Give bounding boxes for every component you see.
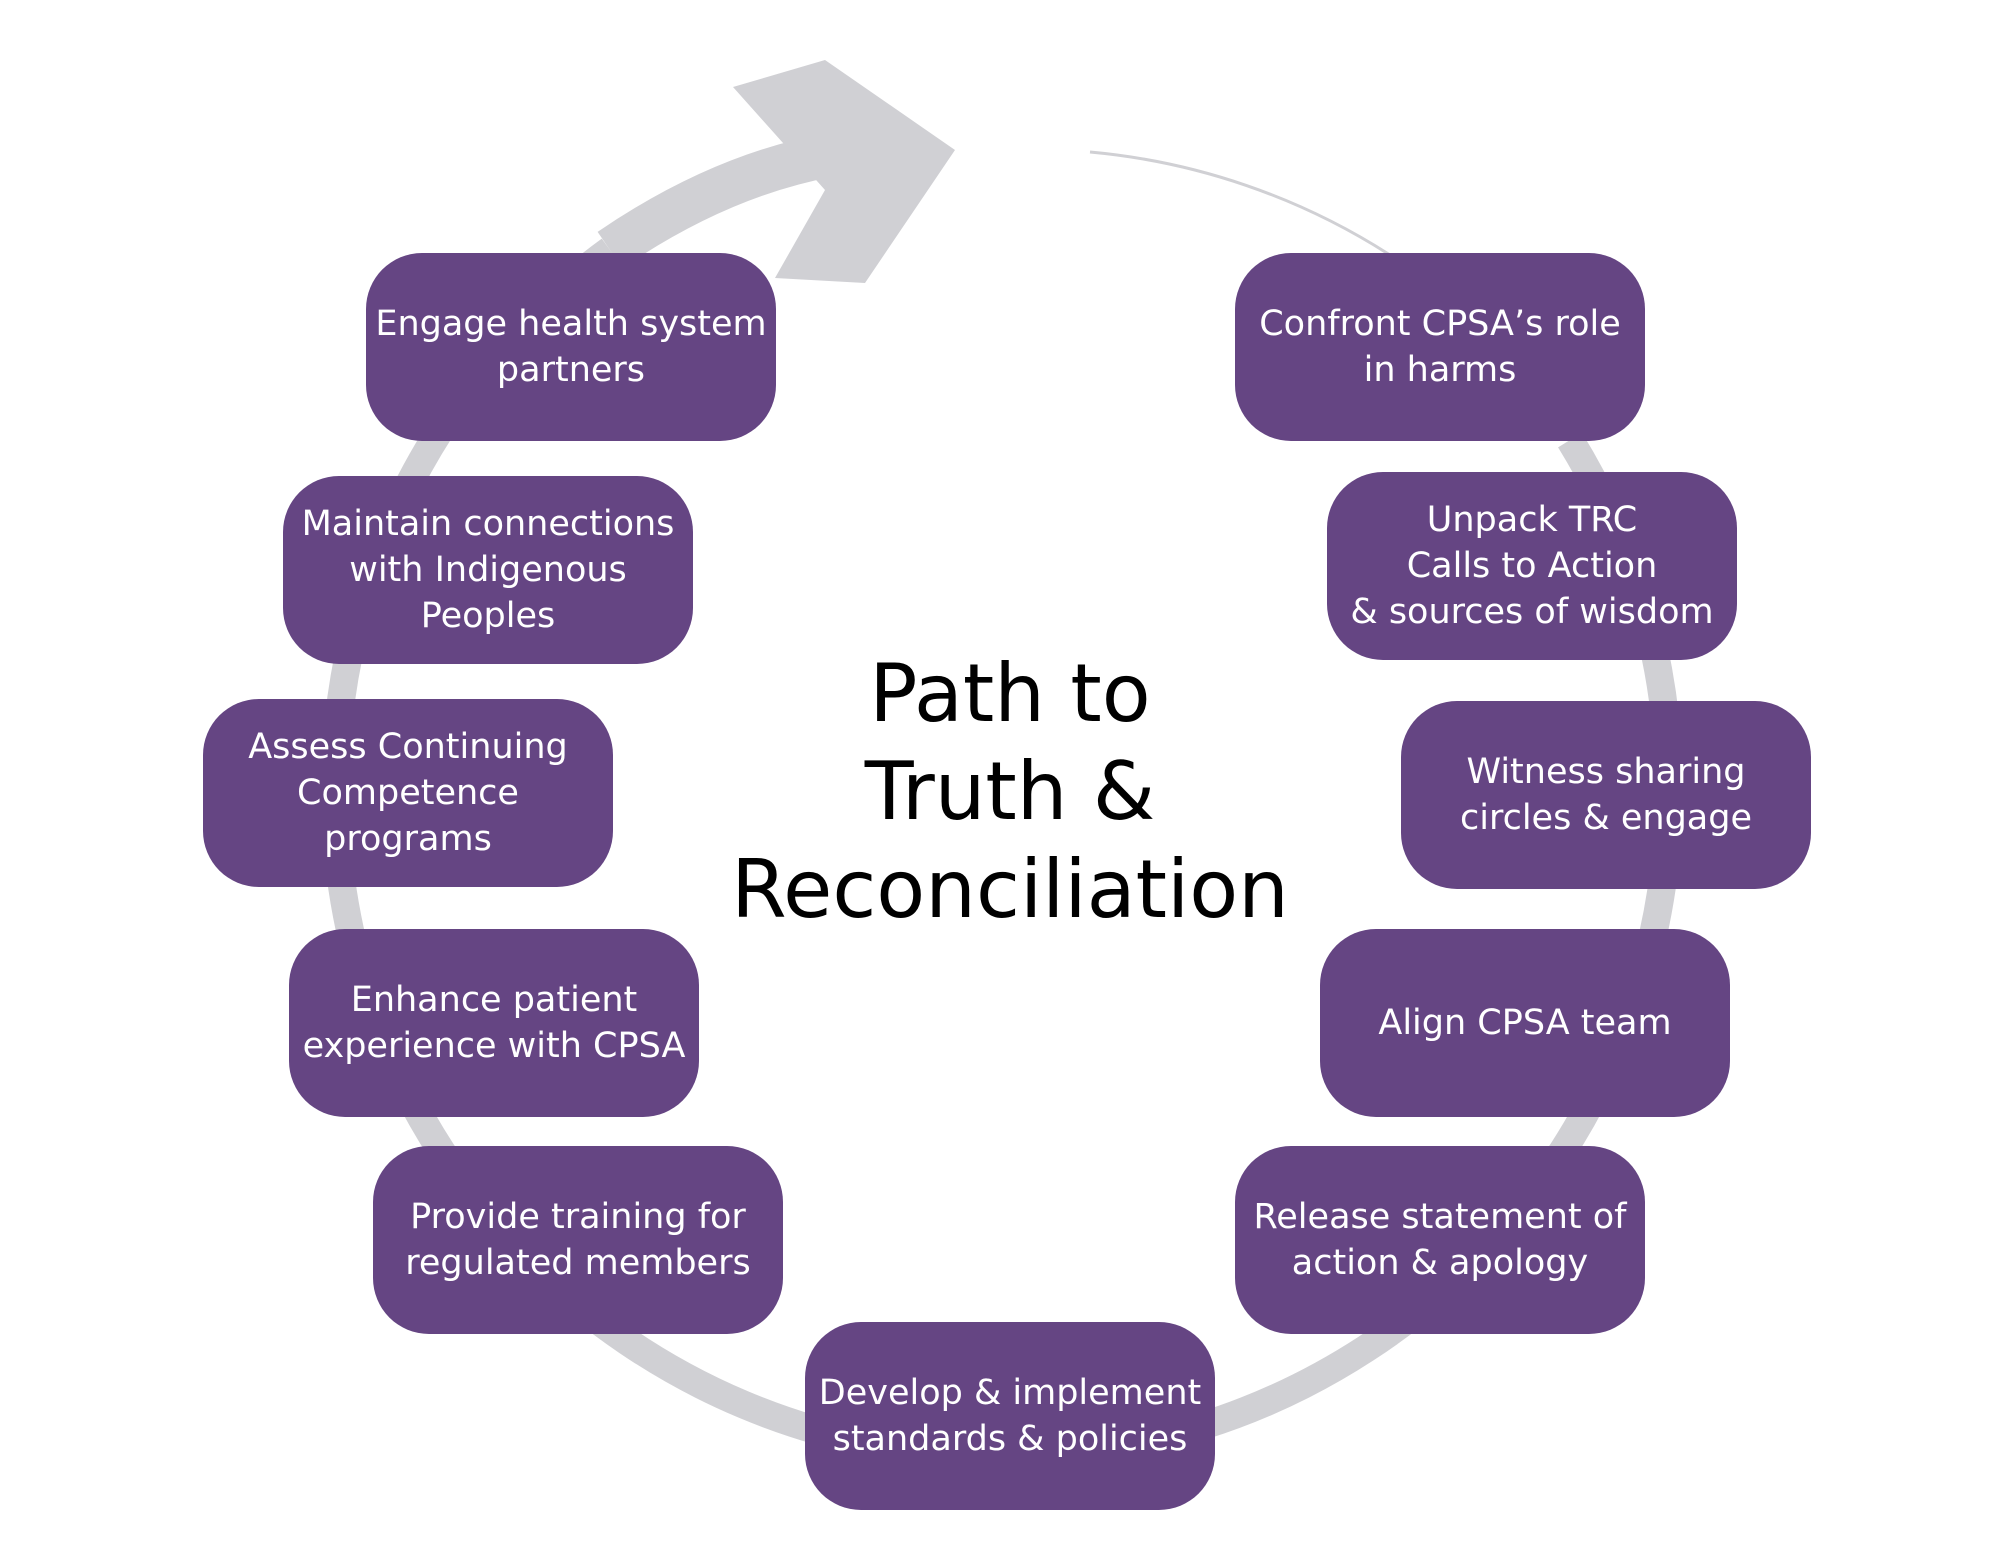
step-release-statement: Release statement of action & apology — [1235, 1146, 1645, 1334]
step-assess-continuing-competence: Assess Continuing Competence programs — [203, 699, 613, 887]
step-engage-health-partners: Engage health system partners — [366, 253, 776, 441]
step-align-cpsa-team: Align CPSA team — [1320, 929, 1730, 1117]
diagram-title: Path to Truth & Reconciliation — [731, 647, 1289, 936]
step-provide-training: Provide training for regulated members — [373, 1146, 783, 1334]
arrow-shaft — [597, 133, 835, 269]
step-maintain-connections: Maintain connections with Indigenous Peo… — [283, 476, 693, 664]
step-witness-sharing-circles: Witness sharing circles & engage — [1401, 701, 1811, 889]
step-enhance-patient-experience: Enhance patient experience with CPSA — [289, 929, 699, 1117]
arrow-head-icon — [733, 60, 955, 283]
thin-cycle-arc — [1089, 150, 1391, 257]
step-develop-standards: Develop & implement standards & policies — [805, 1322, 1215, 1510]
step-confront-cpsa-role: Confront CPSA’s role in harms — [1235, 253, 1645, 441]
step-unpack-trc-calls: Unpack TRC Calls to Action & sources of … — [1327, 472, 1737, 660]
